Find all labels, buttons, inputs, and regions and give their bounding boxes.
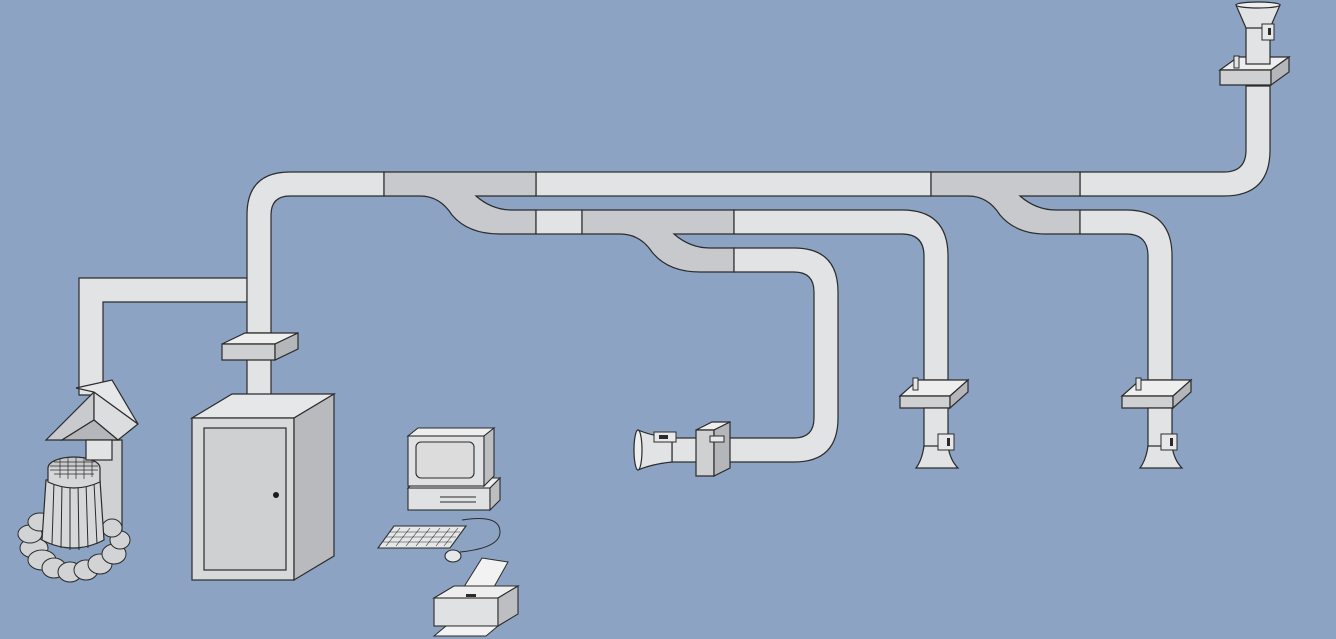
extraction-fan (17, 379, 139, 583)
branch-fitting-3 (581, 209, 735, 273)
duct-wall-hood-branch (715, 247, 839, 463)
computer-workstation (376, 426, 502, 563)
filter-cabinet (189, 392, 337, 582)
cabinet-door (203, 427, 287, 571)
branch-fitting-2 (930, 171, 1081, 235)
duct-drop-2 (1079, 209, 1173, 381)
damper-icon (1160, 433, 1178, 451)
drop-hood-2 (1120, 377, 1193, 469)
damper-icon (653, 431, 725, 443)
drop-hood-1 (898, 377, 970, 469)
wall-exhaust-hood (633, 421, 731, 477)
damper-icon (1261, 23, 1275, 41)
mouse-icon (444, 518, 501, 563)
damper-icon (937, 433, 955, 451)
keyboard-icon (376, 525, 468, 549)
duct-branch-segment (535, 209, 583, 235)
duct-network (78, 85, 1271, 463)
duct-main-riser (246, 171, 385, 334)
printer (432, 557, 520, 637)
monitor-icon (406, 426, 496, 488)
duct-main-run-2 (1079, 85, 1271, 197)
duct-drop-1 (733, 209, 949, 381)
branch-fitting-1 (383, 171, 537, 235)
printer-paper-icon (432, 625, 500, 637)
roof-exhaust-stack (1218, 1, 1291, 87)
duct-main-run-1 (535, 171, 932, 197)
cabinet-handle (273, 492, 279, 498)
duct-fan-riser (78, 277, 248, 396)
cabinet-collar (221, 332, 299, 361)
